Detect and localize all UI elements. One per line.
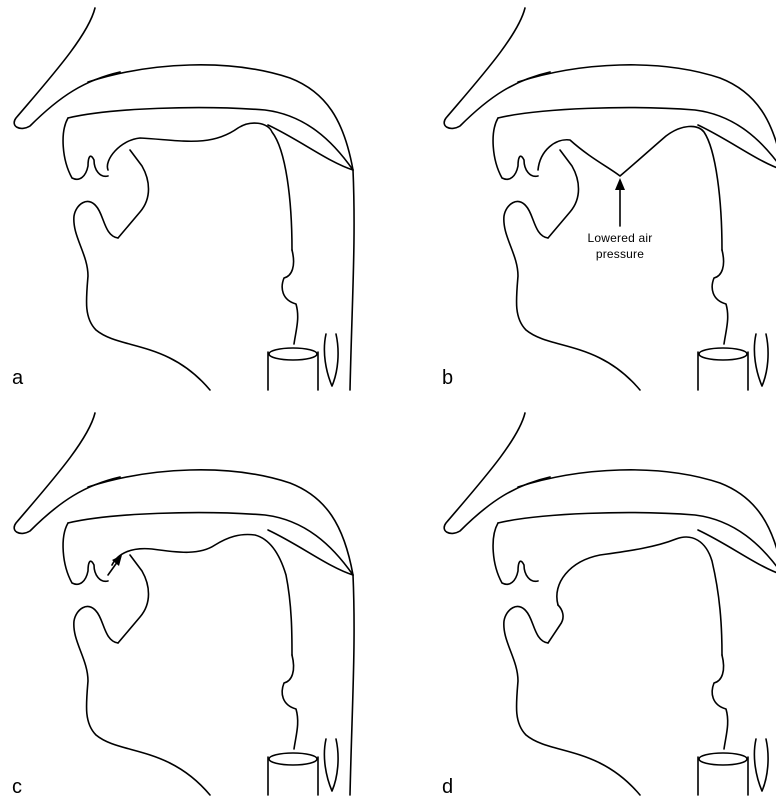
arrow-icon [615,178,625,226]
lower-lip-jaw [74,150,210,390]
panel-d: d [430,405,776,805]
tongue-outline [107,123,292,250]
vocal-tract-diagram-a [0,0,376,400]
panel-a: a [0,0,376,400]
palate-outline [498,65,776,170]
tongue-outline [112,534,292,655]
vocal-tract-diagram-c [0,405,376,805]
annotation-lowered-air-pressure: Lowered air pressure [570,231,670,262]
panel-b: b Lowered air pressure [430,0,776,400]
arrow-icon [108,555,122,575]
upper-lip-teeth [63,523,108,584]
panel-c: c [0,405,376,805]
upper-lip-teeth [493,523,538,584]
tongue-outline [557,537,722,655]
palate-outline [68,470,353,575]
nose-outline [444,8,550,128]
upper-lip-teeth [493,118,538,179]
panel-label-d: d [442,777,453,797]
vocal-tract-diagram-b [430,0,776,400]
nose-outline [444,413,550,533]
annotation-line-2: pressure [570,247,670,263]
panel-label-a: a [12,368,23,388]
palate-outline [498,470,776,575]
panel-label-c: c [12,777,22,797]
panel-label-b: b [442,368,453,388]
nose-outline [14,413,120,533]
lower-lip-jaw [504,605,640,795]
nose-outline [14,8,120,128]
annotation-line-1: Lowered air [570,231,670,247]
larynx-outline [268,739,338,795]
vocal-tract-diagram-d [430,405,776,805]
lower-lip-jaw [74,555,210,795]
upper-lip-teeth [63,118,108,179]
larynx-outline [698,334,768,390]
larynx-outline [698,739,768,795]
larynx-outline [268,334,338,390]
palate-outline [68,65,353,170]
